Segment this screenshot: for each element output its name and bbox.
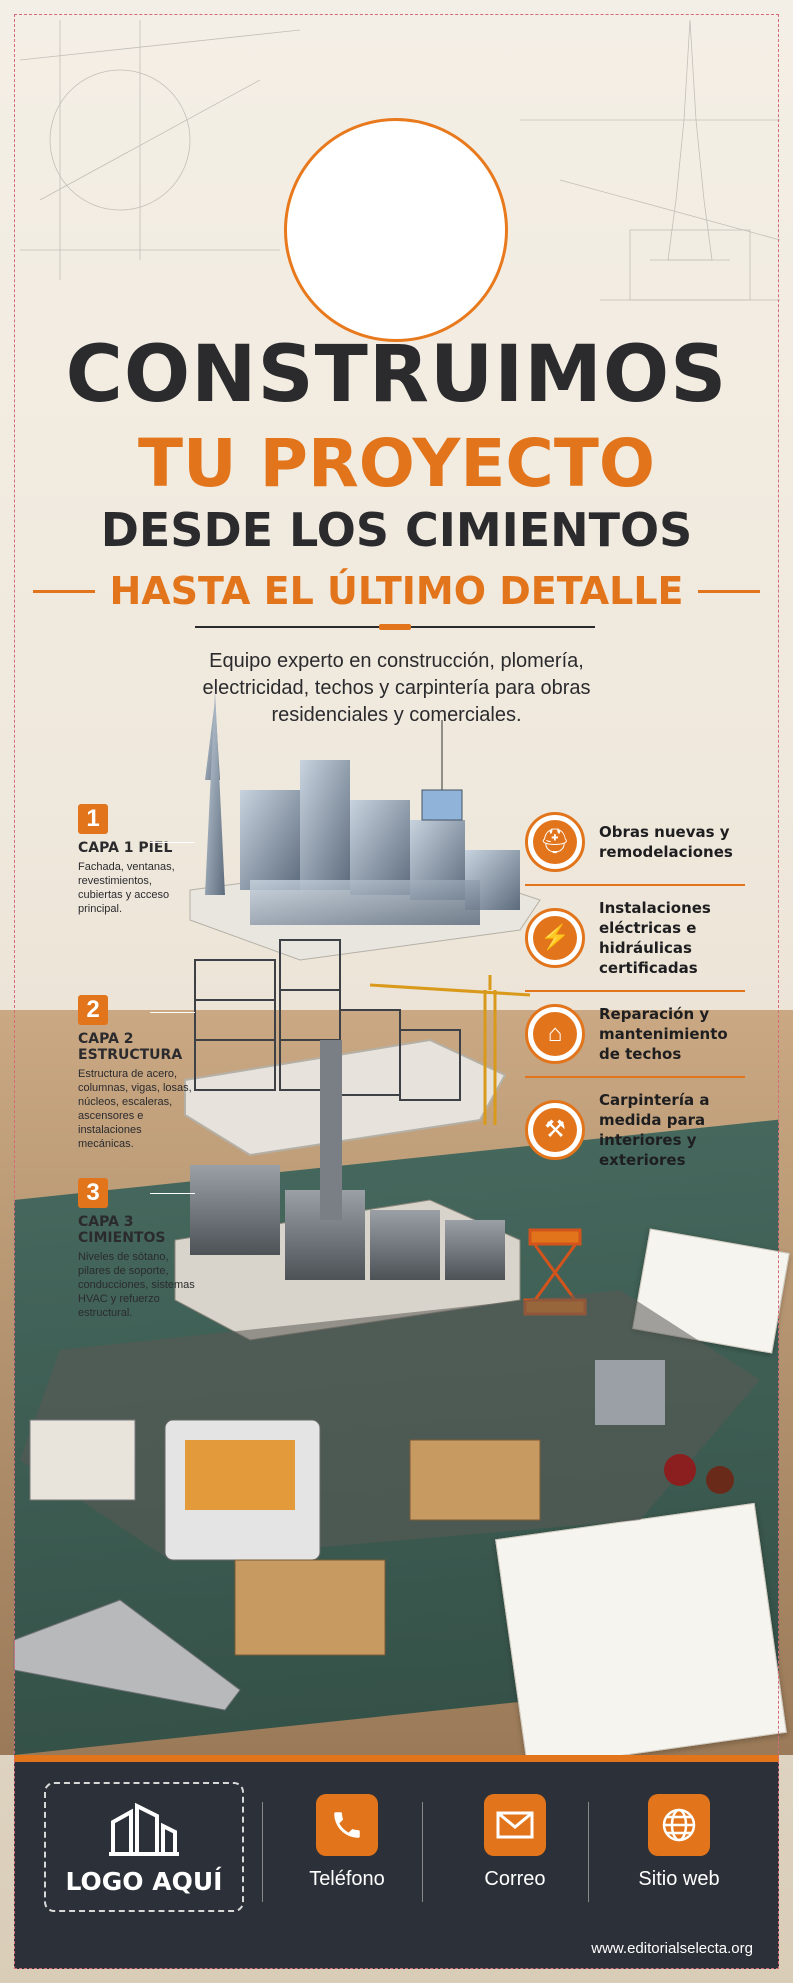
website-contact[interactable]: Sitio web bbox=[614, 1794, 744, 1891]
service-label: Instalaciones eléctricas e hidráulicas c… bbox=[599, 899, 711, 977]
layer-name-3: CAPA 3 CIMIENTOS bbox=[78, 1214, 166, 1246]
headline-rule-left bbox=[33, 589, 96, 593]
headline-line-4-row: HASTA EL ÚLTIMO DETALLE bbox=[0, 566, 793, 616]
leader-line-3 bbox=[150, 1193, 195, 1194]
layer-label-3: 3 CAPA 3 CIMIENTOS Niveles de sótano, pi… bbox=[78, 1178, 198, 1320]
headline-line-1: CONSTRUIMOS bbox=[65, 330, 728, 420]
saw-table-icon: ⚒ bbox=[525, 1100, 585, 1160]
layer-desc-3: Niveles de sótano, pilares de soporte, c… bbox=[78, 1251, 195, 1319]
service-label: Obras nuevas y remodelaciones bbox=[599, 823, 733, 861]
building-logo-icon bbox=[109, 1802, 179, 1856]
layer-desc-2: Estructura de acero, columnas, vigas, lo… bbox=[78, 1068, 192, 1150]
headline-line-2: TU PROYECTO bbox=[138, 425, 655, 502]
phone-label: Teléfono bbox=[309, 1868, 385, 1890]
phone-contact[interactable]: Teléfono bbox=[282, 1794, 412, 1891]
footer-separator bbox=[262, 1802, 263, 1902]
layer-skin bbox=[189, 690, 541, 961]
layer-number-1: 1 bbox=[78, 804, 108, 834]
website-url[interactable]: www.editorialselecta.org bbox=[591, 1940, 753, 1957]
layer-foundations bbox=[174, 1040, 521, 1341]
logo-placeholder: LOGO AQUÍ bbox=[44, 1782, 244, 1912]
headline-line-4: HASTA EL ÚLTIMO DETALLE bbox=[109, 569, 684, 613]
blueprint-sketch bbox=[19, 19, 781, 301]
intro-text: Equipo experto en construcción, plomería… bbox=[202, 650, 591, 726]
layer-desc-1: Fachada, ventanas, revestimientos, cubie… bbox=[78, 861, 175, 915]
service-item: ⌂ Reparación y mantenimiento de techos bbox=[525, 992, 745, 1078]
layer-label-2: 2 CAPA 2 ESTRUCTURA Estructura de acero,… bbox=[78, 995, 198, 1151]
phone-icon bbox=[316, 1794, 378, 1856]
water-bolt-icon: ⚡ bbox=[525, 908, 585, 968]
layer-number-3: 3 bbox=[78, 1178, 108, 1208]
hard-hat-icon: ⛑ bbox=[525, 812, 585, 872]
layer-number-2: 2 bbox=[78, 995, 108, 1025]
service-label: Carpintería a medida para interiores y e… bbox=[599, 1091, 710, 1169]
layer-structure bbox=[184, 939, 507, 1157]
service-item: ⚒ Carpintería a medida para interiores y… bbox=[525, 1078, 745, 1182]
layer-name-2: CAPA 2 ESTRUCTURA bbox=[78, 1031, 183, 1063]
email-contact[interactable]: Correo bbox=[450, 1794, 580, 1891]
house-roof-icon: ⌂ bbox=[525, 1004, 585, 1064]
leader-line-1 bbox=[150, 842, 195, 843]
door-hanger-hole bbox=[284, 118, 508, 342]
service-label: Reparación y mantenimiento de techos bbox=[599, 1005, 728, 1063]
footer-separator bbox=[588, 1802, 589, 1902]
headline-divider bbox=[195, 624, 595, 630]
services-list: ⛑ Obras nuevas y remodelaciones ⚡ Instal… bbox=[525, 800, 745, 1182]
leader-line-2 bbox=[150, 1012, 195, 1013]
contact-footer: LOGO AQUÍ Teléfono Correo Sitio web www.… bbox=[14, 1755, 779, 1969]
layer-name-1: CAPA 1 PIEL bbox=[78, 840, 173, 856]
globe-icon bbox=[648, 1794, 710, 1856]
layer-label-1: 1 CAPA 1 PIEL Fachada, ventanas, revesti… bbox=[78, 804, 198, 916]
service-item: ⛑ Obras nuevas y remodelaciones bbox=[525, 800, 745, 886]
tower-crane bbox=[369, 975, 531, 1125]
footer-separator bbox=[422, 1802, 423, 1902]
logo-text: LOGO AQUÍ bbox=[65, 1867, 223, 1896]
envelope-icon bbox=[484, 1794, 546, 1856]
email-label: Correo bbox=[484, 1868, 546, 1890]
website-label: Sitio web bbox=[638, 1868, 720, 1890]
service-item: ⚡ Instalaciones eléctricas e hidráulicas… bbox=[525, 886, 745, 992]
headline-line-3: DESDE LOS CIMIENTOS bbox=[100, 503, 693, 557]
headline-rule-right bbox=[697, 589, 760, 593]
